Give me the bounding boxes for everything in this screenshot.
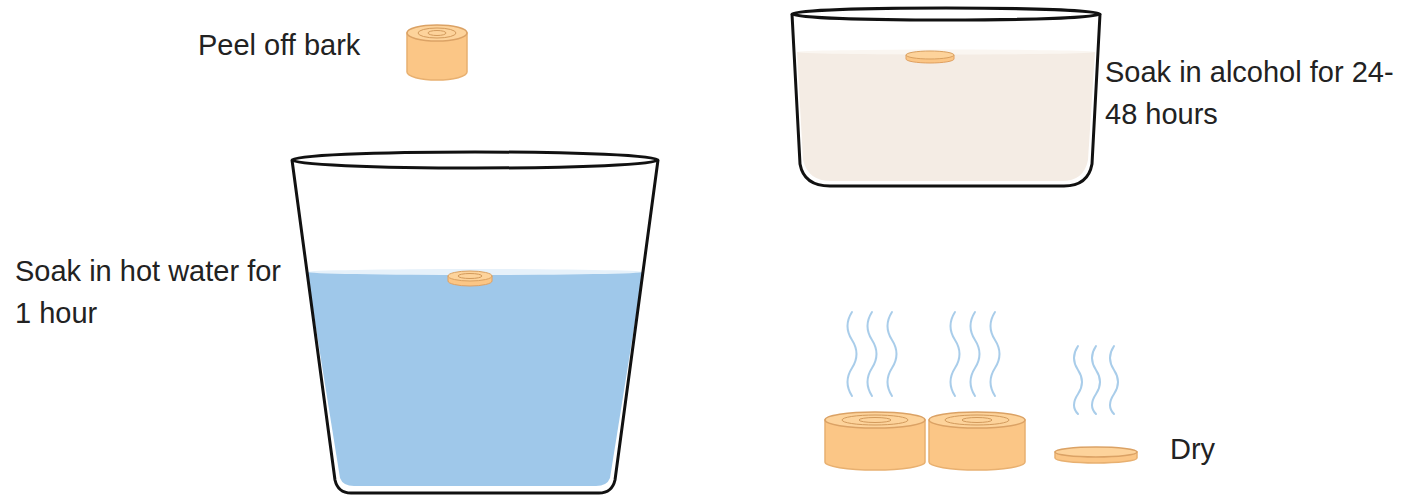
wood-ring (859, 418, 891, 423)
steam-line (1092, 346, 1100, 414)
wood-ring (842, 415, 908, 425)
steam-line (971, 312, 980, 396)
hot-water (307, 272, 643, 486)
steam-line (951, 312, 960, 396)
step-label: Soak in hot water for 1 hour (15, 250, 285, 334)
steam-line (868, 312, 877, 396)
thin-slice-top (1055, 447, 1137, 457)
wood-ring (428, 31, 446, 36)
cup-outline (292, 160, 658, 493)
floating-slice (448, 271, 492, 281)
steam-line (848, 312, 857, 396)
step-label: Soak in alcohol for 24-48 hours (1105, 51, 1405, 135)
alcohol (797, 52, 1095, 181)
wood-ring (962, 418, 992, 423)
cup-rim (292, 152, 658, 168)
drying-slice-top (825, 412, 925, 428)
steam-line (888, 312, 897, 396)
drying-slice-top (929, 412, 1025, 428)
step-label: Dry (1170, 428, 1290, 470)
steam-line (1074, 346, 1082, 414)
wood-ring (945, 415, 1009, 425)
wood-ring (418, 28, 456, 38)
wood-ring (458, 274, 482, 279)
wood-slice (407, 25, 467, 80)
steam (848, 312, 1119, 414)
steam-line (991, 312, 1000, 396)
alcohol-bowl (792, 8, 1100, 186)
steam-line (1110, 346, 1118, 414)
wood-slice-top (407, 25, 467, 41)
cup-inner (300, 166, 650, 489)
bowl-outline (792, 14, 1100, 186)
drying-slices (825, 312, 1137, 470)
hot-water-cup (292, 152, 658, 493)
step-label: Peel off bark (198, 24, 398, 66)
floating-slice (906, 51, 954, 59)
bowl-rim (792, 8, 1100, 20)
